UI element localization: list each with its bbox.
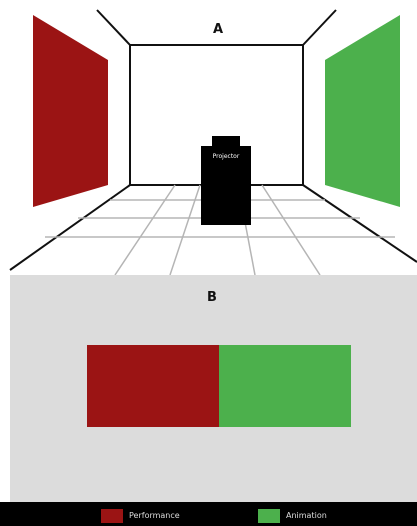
top-right-edge <box>303 10 336 45</box>
animation-block <box>219 345 351 427</box>
section-label-a: A <box>213 22 223 37</box>
performance-block <box>87 345 219 427</box>
legend-performance-label: Performance <box>129 511 180 520</box>
animation-swatch <box>258 509 280 523</box>
projection-room-diagram: Projector <box>0 0 417 275</box>
room-perspective: Projector <box>0 0 417 275</box>
legend-bar <box>0 502 417 526</box>
animation-panel <box>325 15 400 207</box>
section-label-b: B <box>207 290 217 305</box>
bottom-left-edge <box>10 185 130 270</box>
performance-panel <box>33 15 108 207</box>
legend-animation-label: Animation <box>286 511 327 520</box>
performance-swatch <box>101 509 123 523</box>
top-left-edge <box>97 10 130 45</box>
projector-label: Projector <box>213 153 240 160</box>
